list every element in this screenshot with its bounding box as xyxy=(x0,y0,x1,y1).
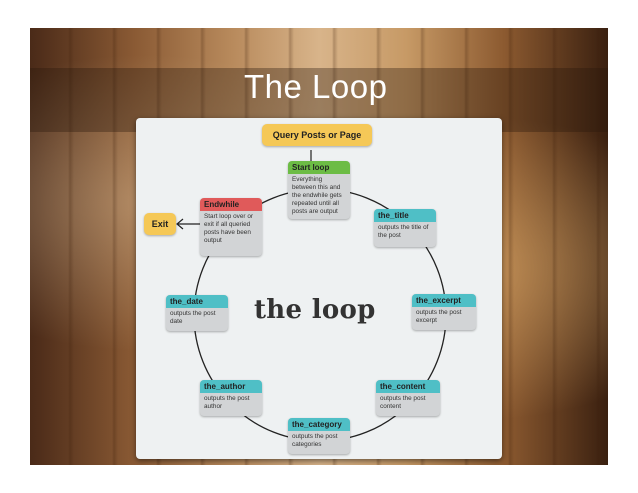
the-excerpt-title: the_excerpt xyxy=(412,294,476,307)
endwhile-title: Endwhile xyxy=(200,198,262,211)
the-date-node: the_date outputs the post date xyxy=(166,295,228,331)
the-category-desc: outputs the post categories xyxy=(292,433,338,448)
slide: The Loop the loop Query Posts or Page Ex… xyxy=(30,28,608,465)
start-loop-title: Start loop xyxy=(288,161,350,174)
the-date-title: the_date xyxy=(166,295,228,308)
the-content-desc: outputs the post content xyxy=(380,395,426,410)
the-title-node: the_title outputs the title of the post xyxy=(374,209,436,247)
exit-arrowhead xyxy=(176,218,184,230)
the-excerpt-desc: outputs the post excerpt xyxy=(416,309,462,324)
the-author-title: the_author xyxy=(200,380,262,393)
the-author-desc: outputs the post author xyxy=(204,395,250,410)
the-category-node: the_category outputs the post categories xyxy=(288,418,350,454)
endwhile-desc: Start loop over or exit if all queried p… xyxy=(204,213,254,244)
the-title-title: the_title xyxy=(374,209,436,222)
start-loop-node: Start loop Everything between this and t… xyxy=(288,161,350,219)
the-content-title: the_content xyxy=(376,380,440,393)
the-date-desc: outputs the post date xyxy=(170,310,216,325)
the-content-node: the_content outputs the post content xyxy=(376,380,440,416)
the-excerpt-node: the_excerpt outputs the post excerpt xyxy=(412,294,476,330)
center-label: the loop xyxy=(254,295,376,325)
the-author-node: the_author outputs the post author xyxy=(200,380,262,416)
the-category-title: the_category xyxy=(288,418,350,431)
query-posts-pill: Query Posts or Page xyxy=(262,124,372,146)
the-title-desc: outputs the title of the post xyxy=(378,224,429,239)
slide-title: The Loop xyxy=(244,68,388,105)
endwhile-node: Endwhile Start loop over or exit if all … xyxy=(200,198,262,256)
start-loop-desc: Everything between this and the endwhile… xyxy=(292,176,342,215)
exit-pill: Exit xyxy=(144,213,176,235)
loop-diagram: the loop Query Posts or Page Exit Start … xyxy=(136,118,502,459)
